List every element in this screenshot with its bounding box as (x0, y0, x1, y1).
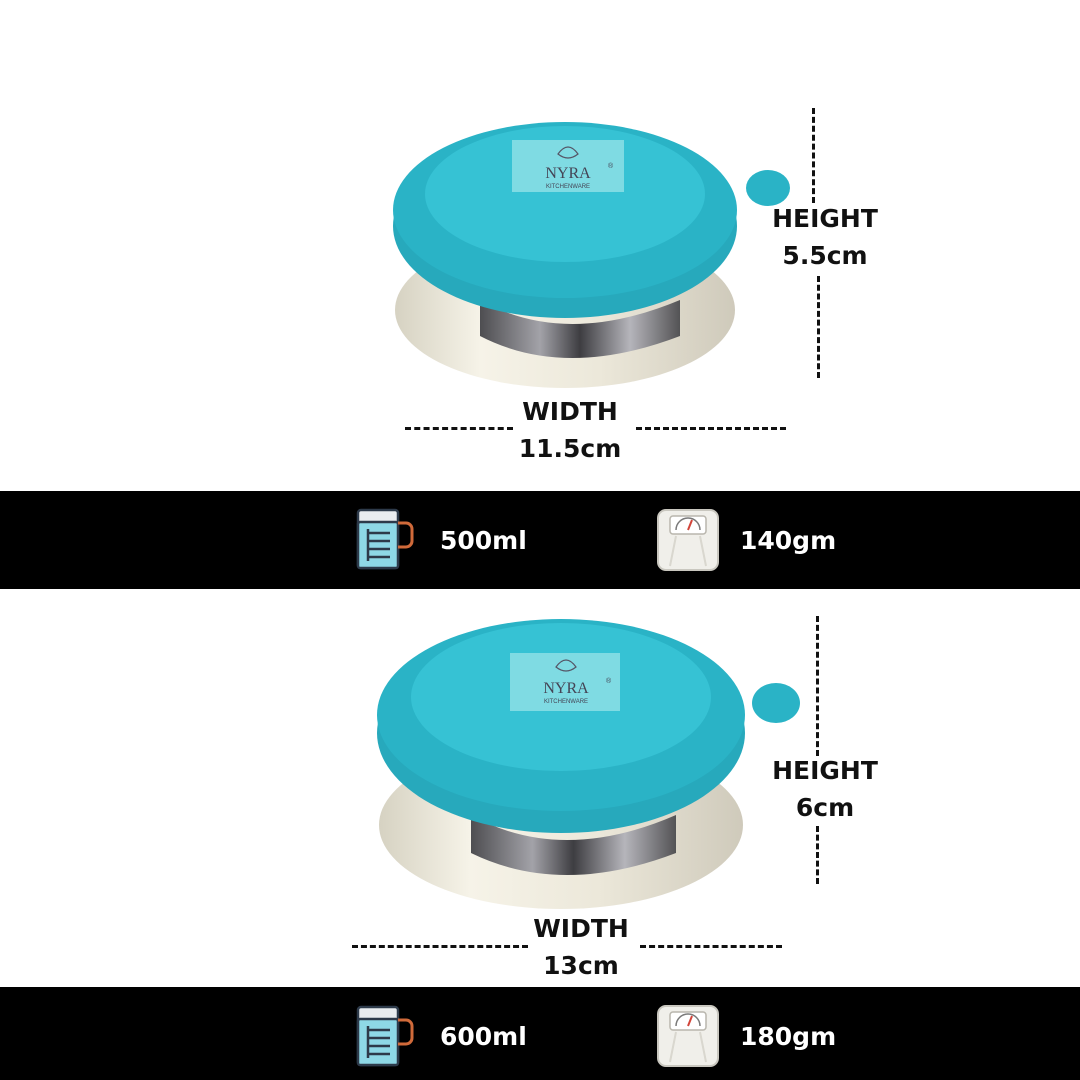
height-title: HEIGHT (772, 756, 878, 785)
width-line-right-2 (640, 945, 782, 948)
height-line-top-1 (812, 108, 815, 203)
weighing-scale-icon (657, 509, 719, 571)
width-title: WIDTH (522, 397, 618, 426)
container-image-1: NYRA ® KITCHENWARE (393, 122, 790, 388)
height-label-2: HEIGHT 6cm (765, 752, 885, 826)
height-line-bottom-2 (816, 826, 819, 884)
brand-logo-text: NYRA (545, 165, 591, 182)
height-line-bottom-1 (817, 276, 820, 378)
capacity-value: 500ml (440, 526, 527, 555)
width-line-left-2 (352, 945, 528, 948)
spec-band-1 (0, 491, 1080, 589)
width-label-2: WIDTH 13cm (516, 910, 646, 984)
width-line-right-1 (636, 427, 786, 430)
capacity-value: 600ml (440, 1022, 527, 1051)
height-title: HEIGHT (772, 204, 878, 233)
width-label-1: WIDTH 11.5cm (505, 393, 635, 467)
width-line-left-1 (405, 427, 513, 430)
svg-text:KITCHENWARE: KITCHENWARE (544, 699, 588, 705)
spec-band-2 (0, 987, 1080, 1080)
svg-text:®: ® (608, 162, 614, 170)
measuring-jug-icon (356, 508, 414, 570)
height-label-1: HEIGHT 5.5cm (765, 200, 885, 274)
brand-logo-text: NYRA (543, 680, 589, 697)
width-value: 13cm (543, 951, 619, 980)
svg-text:®: ® (606, 677, 612, 685)
container-image-2: NYRA ® KITCHENWARE (377, 619, 800, 909)
width-title: WIDTH (533, 914, 629, 943)
weight-value: 180gm (740, 1022, 837, 1051)
measuring-jug-icon (356, 1005, 414, 1067)
width-value: 11.5cm (518, 434, 622, 463)
svg-text:KITCHENWARE: KITCHENWARE (546, 184, 590, 190)
height-line-top-2 (816, 616, 819, 756)
weighing-scale-icon (657, 1005, 719, 1067)
height-value: 5.5cm (782, 241, 868, 270)
height-value: 6cm (795, 793, 855, 822)
weight-value: 140gm (740, 526, 837, 555)
